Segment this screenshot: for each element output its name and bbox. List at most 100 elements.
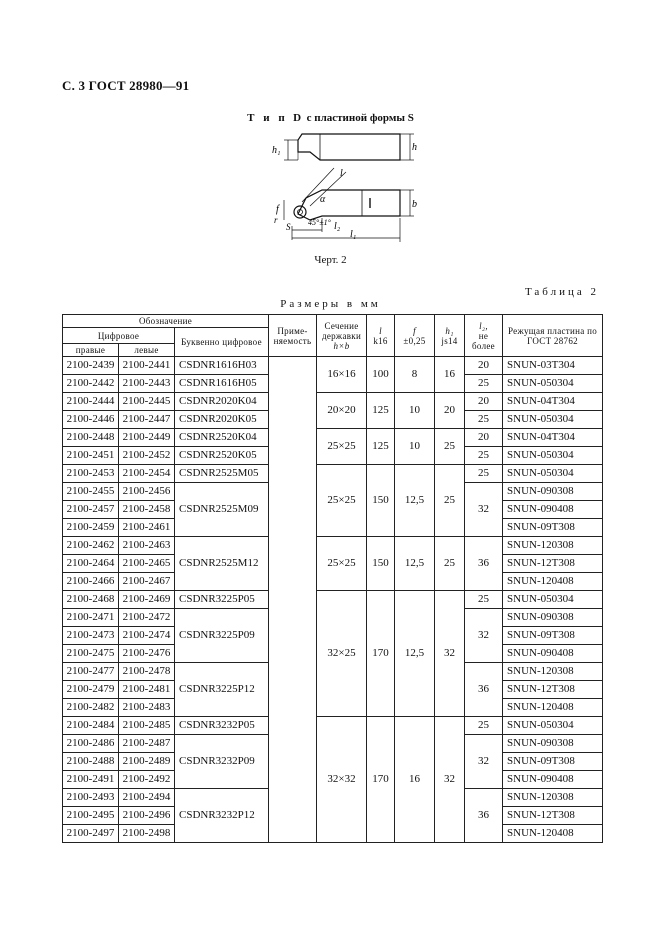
cell-left: 2100-2485 xyxy=(118,716,175,735)
table-row: 2100-2464 2100-2465 SNUN-12T308 xyxy=(62,554,604,573)
label-h1: h₁ xyxy=(272,145,280,156)
cell-insert: SNUN-090408 xyxy=(502,500,604,519)
cell-left: 2100-2443 xyxy=(118,374,175,393)
cell-insert: SNUN-09T308 xyxy=(502,626,604,645)
cell-l2: 25 xyxy=(464,590,504,609)
figure-caption: Черт. 2 xyxy=(314,254,347,266)
figure-title-prefix: Т и п xyxy=(247,112,288,124)
page-header: С. 3 ГОСТ 28980—91 xyxy=(62,78,190,93)
table-row: 2100-2448 2100-2449 CSDNR2520K04 25×25 1… xyxy=(62,428,604,465)
cell-right: 2100-2497 xyxy=(62,824,119,843)
cell-insert: SNUN-090308 xyxy=(502,734,604,753)
cell-h1: 25 xyxy=(434,536,466,591)
header-l-tol: k16 xyxy=(373,335,388,346)
header-l2: l₂,не более xyxy=(464,314,504,357)
cell-left: 2100-2463 xyxy=(118,536,175,555)
cell-f: 10 xyxy=(394,392,436,429)
sizes-label: Размеры в мм xyxy=(280,298,381,310)
cell-h1: 20 xyxy=(434,392,466,429)
cell-insert: SNUN-12T308 xyxy=(502,806,604,825)
cell-insert: SNUN-12T308 xyxy=(502,554,604,573)
cell-right: 2100-2473 xyxy=(62,626,119,645)
label-b: b xyxy=(412,199,417,210)
header-f-symbol: f xyxy=(413,325,416,336)
cell-right: 2100-2468 xyxy=(62,590,119,609)
cell-applicability xyxy=(268,356,318,843)
table-row: 2100-2484 2100-2485 CSDNR3232P05 32×32 1… xyxy=(62,716,604,843)
cell-code: CSDNR2525M09 xyxy=(173,482,270,537)
table-label: Таблица 2 xyxy=(524,286,599,298)
cell-insert: SNUN-090308 xyxy=(502,482,604,501)
header-left: левые xyxy=(118,343,175,357)
cell-left: 2100-2476 xyxy=(118,644,175,663)
cell-right: 2100-2488 xyxy=(62,752,119,771)
cell-code: CSDNR2520K05 xyxy=(173,446,270,465)
cell-left: 2100-2483 xyxy=(118,698,175,717)
cell-l2: 20 xyxy=(464,428,504,447)
cell-insert: SNUN-120308 xyxy=(502,788,604,807)
cell-l: 150 xyxy=(366,464,396,537)
cell-l: 100 xyxy=(366,356,396,393)
table-row: 2100-2453 2100-2454 CSDNR2525M05 25×25 1… xyxy=(62,464,604,537)
cell-l2: 32 xyxy=(464,734,504,789)
cell-section: 32×32 xyxy=(316,716,368,843)
cell-code: CSDNR1616H03 xyxy=(173,356,270,375)
figure-title: Т и п D с пластиной формы S xyxy=(0,112,661,124)
cell-right: 2100-2486 xyxy=(62,734,119,753)
header-insert: Режущая пластина по ГОСТ 28762 xyxy=(502,314,604,357)
table-row: 2100-2482 2100-2483 SNUN-120408 xyxy=(62,698,604,717)
cell-left: 2100-2447 xyxy=(118,410,175,429)
header-section-formula: h×b xyxy=(333,340,350,351)
cell-left: 2100-2467 xyxy=(118,572,175,591)
cell-right: 2100-2495 xyxy=(62,806,119,825)
table-row: 2100-2466 2100-2467 SNUN-120408 xyxy=(62,572,604,591)
cell-section: 25×25 xyxy=(316,464,368,537)
cell-right: 2100-2453 xyxy=(62,464,119,483)
cell-section: 25×25 xyxy=(316,428,368,465)
cell-f: 12,5 xyxy=(394,590,436,717)
cell-l2: 25 xyxy=(464,446,504,465)
table-row: 2100-2475 2100-2476 SNUN-090408 xyxy=(62,644,604,663)
cell-code: CSDNR1616H05 xyxy=(173,374,270,393)
cell-section: 20×20 xyxy=(316,392,368,429)
cell-section: 16×16 xyxy=(316,356,368,393)
cell-h1: 16 xyxy=(434,356,466,393)
cell-left: 2100-2441 xyxy=(118,356,175,375)
cell-f: 12,5 xyxy=(394,464,436,537)
cell-l2: 36 xyxy=(464,536,504,591)
cell-insert: SNUN-050304 xyxy=(502,374,604,393)
cell-insert: SNUN-04T304 xyxy=(502,392,604,411)
cell-code: CSDNR2020K05 xyxy=(173,410,270,429)
cell-l: 125 xyxy=(366,392,396,429)
cell-l2: 36 xyxy=(464,788,504,843)
cell-h1: 32 xyxy=(434,590,466,717)
cell-insert: SNUN-050304 xyxy=(502,446,604,465)
cell-left: 2100-2458 xyxy=(118,500,175,519)
cell-code: CSDNR2020K04 xyxy=(173,392,270,411)
cell-left: 2100-2489 xyxy=(118,752,175,771)
header-h1-symbol: h₁ xyxy=(445,325,454,336)
cell-l2: 25 xyxy=(464,374,504,393)
cell-l2: 25 xyxy=(464,716,504,735)
cell-left: 2100-2496 xyxy=(118,806,175,825)
cell-insert: SNUN-09T308 xyxy=(502,752,604,771)
cell-right: 2100-2482 xyxy=(62,698,119,717)
table-row: 2100-2462 2100-2463 CSDNR2525M12 25×25 1… xyxy=(62,536,604,591)
header-right: правые xyxy=(62,343,119,357)
header-f: f±0,25 xyxy=(394,314,436,357)
cell-right: 2100-2459 xyxy=(62,518,119,537)
cell-code: CSDNR3232P12 xyxy=(173,788,270,843)
cell-f: 8 xyxy=(394,356,436,393)
cell-right: 2100-2451 xyxy=(62,446,119,465)
table-row: 2100-2459 2100-2461 SNUN-09T308 xyxy=(62,518,604,537)
cell-insert: SNUN-050304 xyxy=(502,464,604,483)
cell-code: CSDNR3225P09 xyxy=(173,608,270,663)
cell-right: 2100-2491 xyxy=(62,770,119,789)
dimensions-table: Обозначение Приме-няемость Сечение держа… xyxy=(61,314,604,843)
label-l: l xyxy=(340,168,343,179)
cell-section: 25×25 xyxy=(316,536,368,591)
table-row: 2100-2491 2100-2492 SNUN-090408 xyxy=(62,770,604,789)
cell-f: 12,5 xyxy=(394,536,436,591)
